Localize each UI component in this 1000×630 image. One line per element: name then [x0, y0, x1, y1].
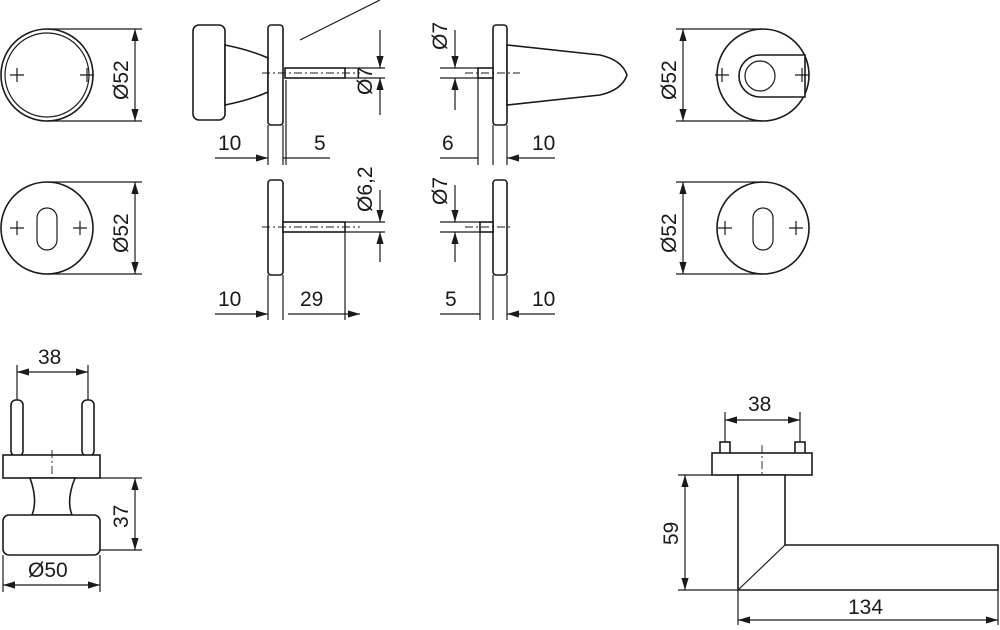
- dim-lever-pin-offset: 5: [445, 288, 457, 311]
- pin-side-view: Ø6,2 10 29: [215, 166, 385, 320]
- dim-lever-height: 59: [660, 522, 683, 545]
- dim-pin-diameter: Ø6,2: [354, 166, 377, 212]
- dim-knob-diameter: Ø50: [28, 559, 68, 582]
- dim-lever-pin-spacing: 38: [748, 393, 771, 416]
- dim-lever-pin-diameter: Ø7: [429, 177, 452, 205]
- dim-rose-diameter: Ø52: [110, 60, 133, 100]
- dim-knob-pin-spacing: 38: [38, 346, 61, 369]
- dim-rose-offset: 10: [218, 132, 241, 155]
- escutcheon-front-view-right: Ø52: [658, 181, 810, 275]
- knob-front-view: 38 37 Ø50: [2, 346, 142, 592]
- dim-escutcheon-diameter-right: Ø52: [658, 213, 681, 253]
- dim-escutcheon-diameter: Ø52: [110, 213, 133, 253]
- dim-lever-rose-offset: 10: [532, 132, 555, 155]
- dim-spindle-diameter: Ø7: [354, 67, 377, 95]
- knob-side-view: Ø7 10 5: [192, 0, 385, 165]
- dim-knob-height: 37: [110, 505, 133, 528]
- dim-lever-rose-diameter: Ø52: [658, 60, 681, 100]
- escutcheon-front-view: Ø52: [0, 181, 142, 275]
- dim-lever-length: 134: [848, 596, 883, 619]
- dim-spindle-offset: 5: [314, 132, 326, 155]
- lever-front-view: Ø52: [658, 28, 810, 122]
- rose-front-view: Ø52: [0, 28, 142, 122]
- dim-pin-length: 29: [300, 288, 323, 311]
- dim-lever-pin-rose-offset: 10: [532, 288, 555, 311]
- dim-lever-offset: 6: [442, 132, 454, 155]
- dim-lever-spindle-diameter: Ø7: [429, 22, 452, 50]
- dim-pin-rose-offset: 10: [218, 288, 241, 311]
- lever-top-view: 38 59 134: [660, 393, 999, 625]
- lever-pin-side-view: Ø7 5 10: [429, 177, 555, 320]
- lever-side-view: Ø7 6 10: [429, 22, 628, 165]
